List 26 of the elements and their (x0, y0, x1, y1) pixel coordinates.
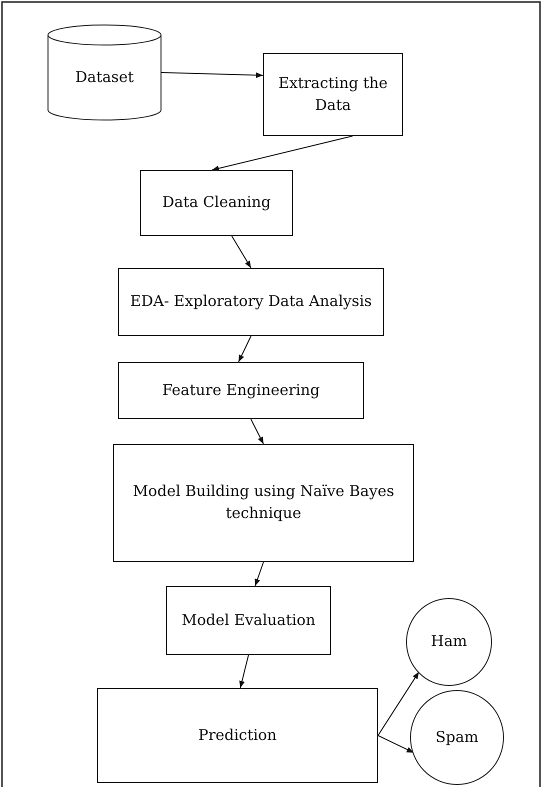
node-label: Ham (430, 631, 468, 652)
process-box (118, 268, 384, 336)
process-box (140, 170, 293, 236)
arrow (254, 562, 264, 586)
arrow (378, 671, 420, 736)
arrow (160, 72, 264, 78)
arrow (378, 735, 414, 754)
arrow (250, 418, 264, 444)
node-label: Extracting the Data (277, 72, 389, 116)
arrow (211, 136, 354, 172)
process-box (118, 362, 364, 419)
node-label: Feature Engineering (161, 380, 321, 401)
node-label: Dataset (74, 66, 135, 88)
node-label: Model Evaluation (180, 610, 316, 631)
process-box (166, 586, 331, 655)
node-label: Model Building using Naïve Bayes technique (132, 481, 396, 524)
node-label: Prediction (197, 724, 278, 746)
arrow (238, 336, 252, 362)
process-box (113, 444, 414, 562)
node-label: Data Cleaning (161, 192, 272, 214)
arrow (239, 654, 249, 688)
process-box (97, 688, 378, 783)
process-box (263, 53, 403, 136)
node-label: EDA- Exploratory Data Analysis (129, 291, 373, 312)
arrow (231, 236, 252, 268)
node-label: Spam (434, 726, 480, 748)
